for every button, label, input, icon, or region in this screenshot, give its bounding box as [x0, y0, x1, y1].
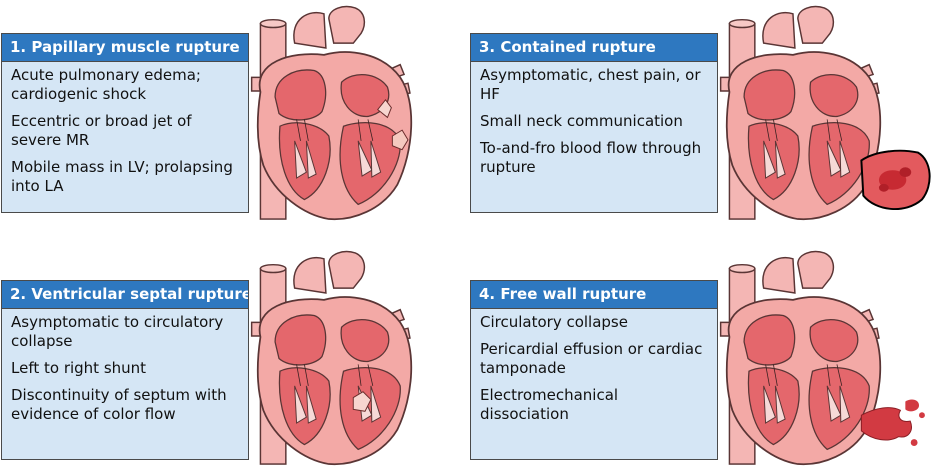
panel-title: 3. Contained rupture	[471, 34, 717, 62]
panel-ventricular-septal-rupture: 2. Ventricular septal rupture Asymptomat…	[1, 280, 249, 460]
panel-title: 4. Free wall rupture	[471, 281, 717, 309]
panel-item: Pericardial effusion or cardiac tamponad…	[480, 340, 703, 377]
panel-title: 2. Ventricular septal rupture	[2, 281, 248, 309]
panel-item: Eccentric or broad jet of severe MR	[11, 112, 192, 149]
panel-title: 1. Papillary muscle rupture	[2, 34, 248, 62]
panel-item: Left to right shunt	[11, 359, 147, 377]
heart-septal-rupture-icon	[236, 248, 451, 470]
panel-item: Asymptomatic to circulatory collapse	[11, 313, 224, 350]
panel-item: To-and-fro blood flow through rupture	[480, 139, 702, 176]
heart-papillary-rupture-icon	[236, 3, 451, 225]
heart-free-wall-rupture-icon	[705, 248, 925, 470]
panel-free-wall-rupture: 4. Free wall rupture Circulatory collaps…	[470, 280, 718, 460]
panel-item: Asymptomatic, chest pain, or HF	[480, 66, 701, 103]
panel-item: Small neck communication	[480, 112, 683, 130]
panel-papillary-muscle-rupture: 1. Papillary muscle rupture Acute pulmon…	[1, 33, 249, 213]
heart-contained-rupture-icon	[705, 3, 931, 225]
panel-item: Acute pulmonary edema; cardiogenic shock	[11, 66, 201, 103]
panel-item: Electromechanical dissociation	[480, 386, 619, 423]
panel-item: Circulatory collapse	[480, 313, 628, 331]
panel-contained-rupture: 3. Contained rupture Asymptomatic, chest…	[470, 33, 718, 213]
panel-item: Mobile mass in LV; prolapsing into LA	[11, 158, 233, 195]
panel-item: Discontinuity of septum with evidence of…	[11, 386, 227, 423]
